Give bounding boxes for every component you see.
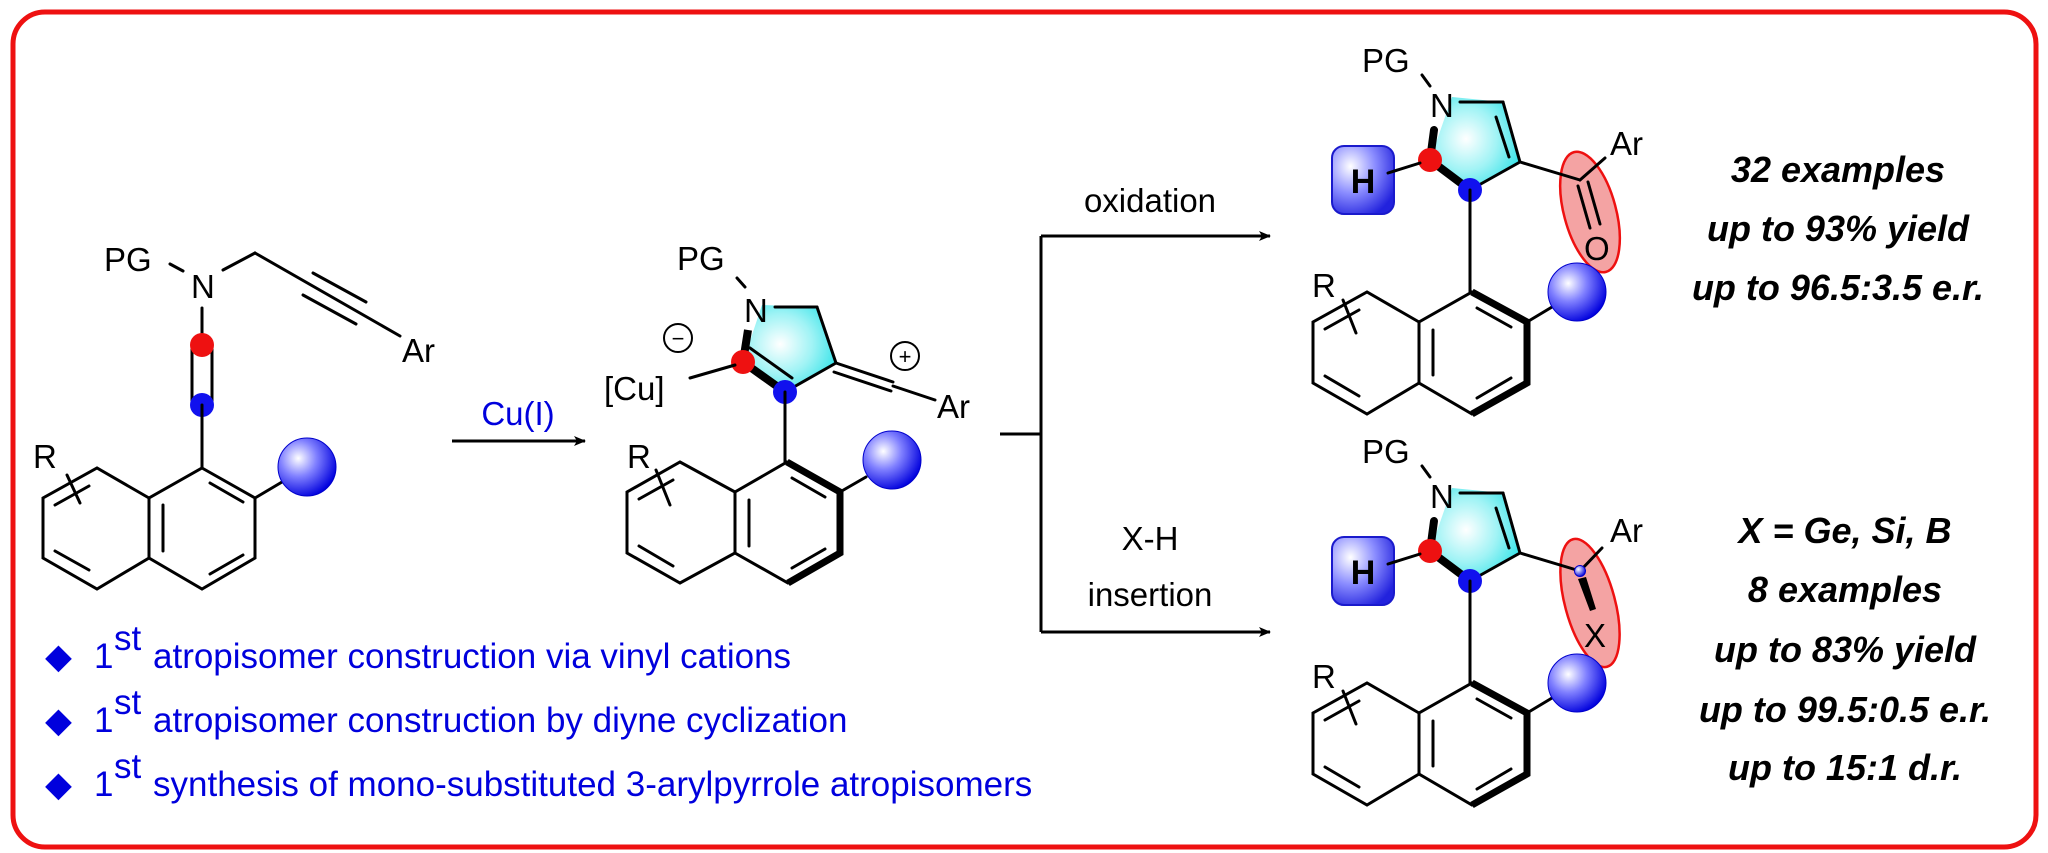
svg-text:atropisomer construction by di: atropisomer construction by diyne cycliz… [153,701,847,740]
plus-charge-icon [890,341,920,371]
condition-oxidation: oxidation [1084,182,1216,219]
stat-line: X = Ge, Si, B [1736,510,1951,551]
minus-charge-icon [663,323,693,353]
stat-line: up to 83% yield [1714,629,1977,670]
x-label: X [1584,617,1606,654]
naphthalene-ring [1311,290,1421,416]
pyrroline-ring-highlight [743,305,836,392]
condition-xh: X-H [1122,520,1179,557]
diamond-bullet-icon: ◆ [45,765,72,804]
condition-insertion: insertion [1088,576,1213,613]
atom-red-dot [1418,539,1442,563]
stat-line: up to 15:1 d.r. [1728,747,1962,788]
highlight-item: ◆ 1 st atropisomer construction by diyne… [45,683,847,740]
diamond-bullet-icon: ◆ [45,637,72,676]
ar-label: Ar [1610,512,1643,549]
ar-label: Ar [1610,125,1643,162]
naphthalene-ring [1311,681,1421,807]
pg-label: PG [1362,42,1410,79]
diamond-bullet-icon: ◆ [45,701,72,740]
substituent-sphere [277,437,337,497]
stat-line: 32 examples [1731,149,1945,190]
n-label: N [1430,87,1454,124]
substituent-sphere [1547,262,1607,322]
n-label: N [1430,478,1454,515]
r-label: R [1312,658,1336,695]
bold-bonds [1470,679,1531,809]
stat-line: up to 93% yield [1707,208,1970,249]
h-label: H [1351,163,1376,201]
stats-bottom: X = Ge, Si, B 8 examples up to 83% yield… [1699,510,1991,788]
stat-line: 8 examples [1748,569,1942,610]
svg-text:synthesis of mono-substituted: synthesis of mono-substituted 3-arylpyrr… [153,765,1032,804]
svg-text:1: 1 [94,637,113,676]
svg-text:+: + [899,344,912,369]
int-ar-label: Ar [937,388,970,425]
int-n-label: N [744,292,768,329]
highlight-item: ◆ 1 st atropisomer construction via viny… [45,619,791,676]
sm-ar-label: Ar [402,332,435,369]
highlights-list: ◆ 1 st atropisomer construction via viny… [45,619,1032,804]
sm-r-label: R [33,438,57,475]
product-top-ketone: PG N H O ArR [1311,42,1643,418]
highlight-item: ◆ 1 st synthesis of mono-substituted 3-a… [45,747,1032,804]
svg-text:st: st [114,619,142,658]
wedge-bond [1578,577,1596,611]
svg-text:1: 1 [94,765,113,804]
h-box [1331,145,1395,215]
stat-line: up to 99.5:0.5 e.r. [1699,689,1991,730]
svg-text:−: − [672,326,685,351]
svg-text:st: st [114,683,142,722]
int-r-label: R [627,438,651,475]
atom-red-dot [1418,148,1442,172]
sm-pg-label: PG [104,241,152,278]
reagent-cu-label: Cu(I) [481,395,554,432]
stats-top: 32 examples up to 93% yield up to 96.5:3… [1692,149,1984,308]
frame-border [10,9,2039,850]
stereocenter-dot [1574,565,1586,577]
int-pg-label: PG [677,240,725,277]
h-box [1331,536,1395,606]
product-bottom-xh: PG N H X ArR [1311,433,1643,809]
atom-red-dot [190,333,214,357]
highlight-ellipse [1558,150,1622,274]
r-label: R [1312,267,1336,304]
sm-n-label: N [191,268,215,305]
stat-line: up to 96.5:3.5 e.r. [1692,267,1984,308]
svg-text:st: st [114,747,142,786]
bold-bonds [1470,288,1531,418]
svg-text:atropisomer construction via v: atropisomer construction via vinyl catio… [153,637,791,676]
o-label: O [1584,230,1610,267]
pg-label: PG [1362,433,1410,470]
intermediate: PG N [Cu] − + Ar R [604,240,970,587]
svg-text:1: 1 [94,701,113,740]
int-cu-label: [Cu] [604,370,665,407]
substituent-sphere [1547,653,1607,713]
starting-material: PG N Ar R [33,241,435,591]
branch-arrows: oxidation X-H insertion [1000,182,1271,637]
h-label: H [1351,554,1376,592]
